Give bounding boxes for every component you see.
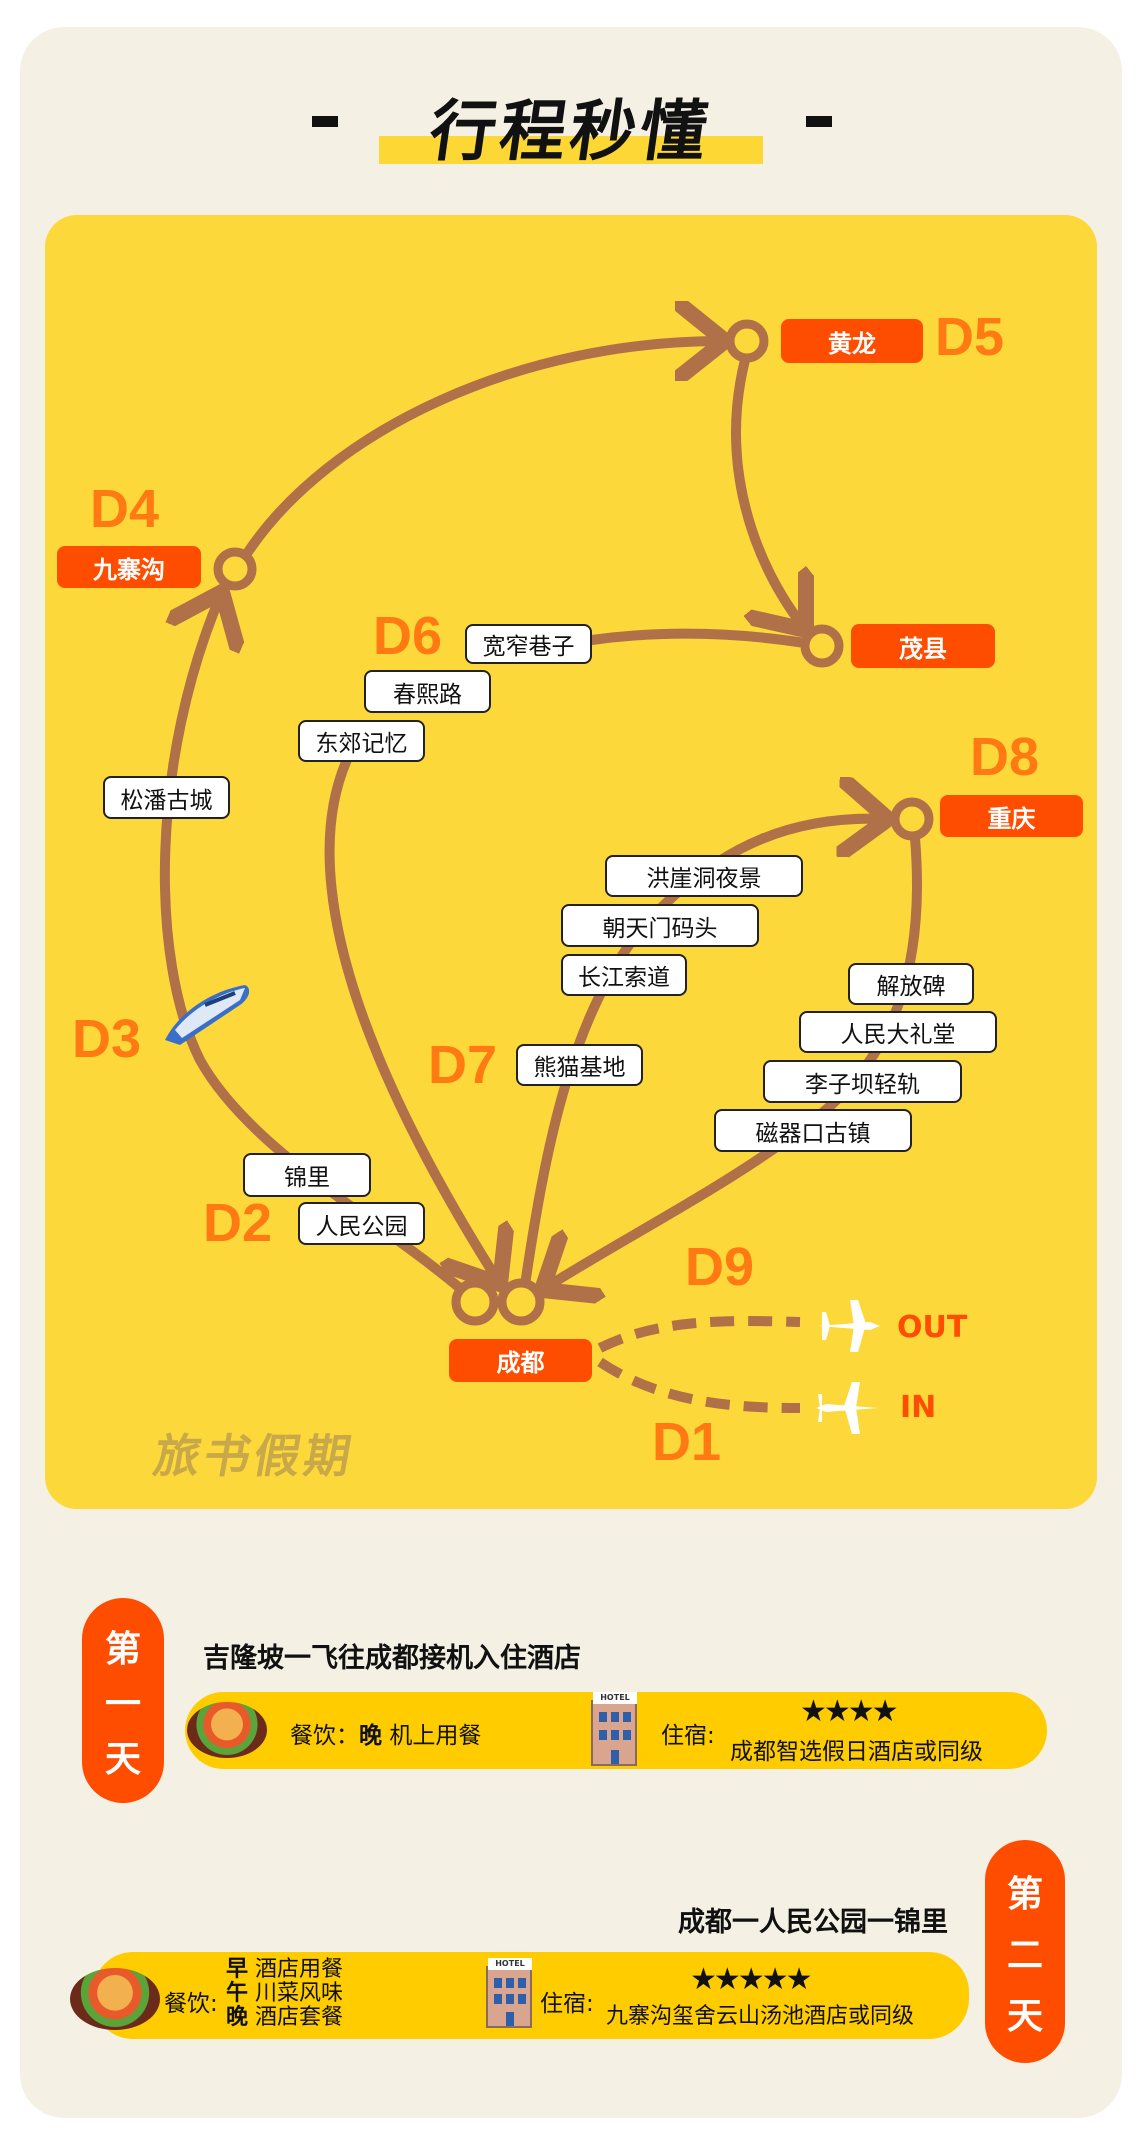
- badge-char: 天: [1006, 1995, 1043, 2037]
- food-bowl-icon: [70, 1968, 160, 2030]
- spot-liziba: 李子坝轻轨: [763, 1060, 962, 1103]
- hotel-name: 九寨沟玺舍云山汤池酒店或同级: [606, 2004, 915, 2029]
- node-jiuzhaigou: [213, 547, 257, 591]
- node-chengdu-a: [451, 1278, 499, 1326]
- spot-songpan: 松潘古城: [103, 776, 230, 819]
- node-chengdu-b: [497, 1278, 545, 1326]
- route-dongjiao-chengdu: [324, 730, 500, 1284]
- spot-chunxi: 春熙路: [364, 670, 491, 713]
- badge-char: 第: [1006, 1873, 1043, 1915]
- stay-label: 住宿:: [661, 1723, 715, 1749]
- day-badge-2: 第 二 天: [985, 1840, 1065, 2063]
- spot-ciqikou: 磁器口古镇: [714, 1109, 912, 1152]
- badge-char: 天: [104, 1738, 141, 1780]
- hotel-rating-stars: ★★★★★: [690, 1962, 812, 1997]
- spot-chaotianmen: 朝天门码头: [561, 904, 759, 947]
- day-label-d2: D2: [203, 1193, 273, 1253]
- out-label: OUT: [897, 1310, 968, 1345]
- title-dash-right: [806, 116, 832, 127]
- day-label-d7: D7: [428, 1035, 498, 1095]
- node-maoxian: [800, 624, 844, 668]
- day-1-title: 吉隆坡一飞往成都接机入住酒店: [203, 1643, 581, 1674]
- meal-desc: 机上用餐: [389, 1723, 482, 1749]
- meal-label: 餐饮：: [290, 1723, 359, 1749]
- day-label-d9: D9: [685, 1237, 755, 1297]
- day-label-d5: D5: [935, 307, 1005, 367]
- city-chongqing: 重庆: [940, 795, 1083, 837]
- spot-renmindalitang: 人民大礼堂: [799, 1011, 997, 1053]
- route-jiuzhaigou-huanglong: [243, 341, 725, 557]
- city-jiuzhaigou: 九寨沟: [57, 546, 201, 588]
- plane-out-icon: [818, 1300, 880, 1352]
- in-label: IN: [900, 1390, 937, 1425]
- food-bowl-icon: [187, 1702, 267, 1758]
- route-huanglong-maoxian: [731, 355, 806, 630]
- spot-panda: 熊猫基地: [516, 1044, 643, 1086]
- spot-renmingongyuan: 人民公园: [298, 1202, 425, 1245]
- spot-changjiang: 长江索道: [561, 954, 687, 996]
- meal-breakfast: 早 酒店用餐: [226, 1957, 344, 1982]
- spot-hongya: 洪崖洞夜景: [605, 855, 803, 897]
- watermark: 旅书假期: [149, 1429, 360, 1483]
- hotel-icon: HOTEL: [486, 1958, 532, 2028]
- day-badge-1: 第 一 天: [82, 1598, 164, 1803]
- city-maoxian: 茂县: [851, 624, 995, 668]
- node-huanglong: [725, 319, 769, 363]
- plane-in-icon: [816, 1382, 878, 1434]
- hotel-name: 成都智选假日酒店或同级: [730, 1739, 983, 1765]
- stay-label: 住宿:: [540, 1991, 594, 2017]
- spot-dongjiao: 东郊记忆: [298, 720, 425, 762]
- day-label-d8: D8: [970, 727, 1040, 787]
- title-dash-left: [312, 116, 338, 127]
- badge-char: 第: [104, 1628, 141, 1670]
- day-label-d1: D1: [652, 1412, 722, 1472]
- hotel-icon: HOTEL: [591, 1692, 637, 1766]
- day-2-meals: 早 酒店用餐 午 川菜风味 晚 酒店套餐: [226, 1958, 343, 2030]
- route-in-flight: [597, 1357, 801, 1413]
- train-icon: [165, 985, 250, 1045]
- badge-char: 一: [104, 1683, 141, 1725]
- day-label-d3: D3: [72, 1009, 142, 1069]
- day-1-meals: 餐饮：晚 机上用餐: [290, 1716, 481, 1750]
- meal-time: 晚: [359, 1723, 382, 1749]
- day-label-d4: D4: [90, 479, 160, 539]
- route-maoxian-kuanzhai: [587, 628, 810, 648]
- spot-kuanzhai: 宽窄巷子: [465, 624, 592, 664]
- day-label-d6: D6: [373, 606, 443, 666]
- meal-label: 餐饮:: [164, 1991, 218, 2017]
- spot-jinli: 锦里: [243, 1153, 371, 1197]
- title-highlight: [379, 136, 763, 164]
- day-2-title: 成都一人民公园一锦里: [678, 1907, 948, 1938]
- city-huanglong: 黄龙: [781, 319, 923, 363]
- badge-char: 二: [1006, 1934, 1043, 1976]
- spot-jiefangbei: 解放碑: [848, 963, 974, 1005]
- city-chengdu: 成都: [449, 1339, 592, 1382]
- meal-dinner: 晚 酒店套餐: [226, 2005, 344, 2030]
- node-chongqing: [890, 797, 934, 841]
- route-out-flight: [597, 1316, 801, 1353]
- meal-lunch: 午 川菜风味: [226, 1981, 344, 2006]
- hotel-rating-stars: ★★★★: [800, 1694, 899, 1729]
